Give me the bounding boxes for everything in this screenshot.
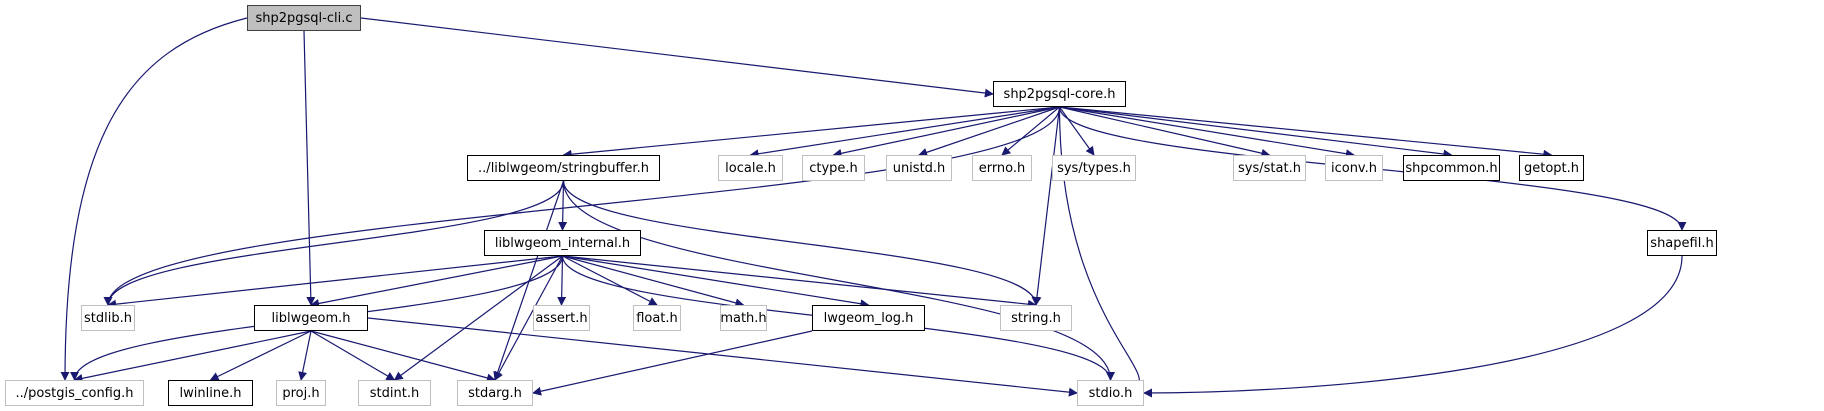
- node-getopt[interactable]: getopt.h: [1519, 155, 1584, 181]
- edge-core-to-stdlib: [103, 106, 1061, 306]
- edge-lwinternal-to-math: [562, 255, 745, 308]
- edge-lwinternal-to-lwlog: [562, 255, 870, 309]
- edge-lwinternal-to-liblwgeom: [310, 255, 563, 308]
- node-liblwgeom-internal[interactable]: liblwgeom_internal.h: [484, 230, 641, 256]
- node-stdint: stdint.h: [358, 380, 431, 406]
- edge-core-to-errno: [1001, 106, 1060, 156]
- edge-liblwgeom-to-stdint: [310, 330, 396, 381]
- node-label: liblwgeom.h: [271, 310, 351, 326]
- node-label: shpcommon.h: [1405, 160, 1498, 176]
- edge-core-to-shpcommon: [1059, 106, 1453, 159]
- node-math: math.h: [720, 305, 767, 331]
- node-stringbuffer[interactable]: ../liblwgeom/stringbuffer.h: [467, 155, 660, 181]
- edge-liblwgeom-to-pgconfig: [73, 330, 312, 383]
- node-string: string.h: [1000, 305, 1072, 331]
- edge-liblwgeom-to-lwinline: [209, 330, 312, 381]
- node-shp2pgsql-cli: shp2pgsql-cli.c: [247, 5, 361, 31]
- edge-stringbuffer-to-string: [562, 180, 1041, 306]
- edge-shapefil-to-stdio: [1143, 255, 1683, 398]
- node-sys-types: sys/types.h: [1052, 155, 1136, 181]
- node-label: stdio.h: [1088, 385, 1133, 401]
- edge-cli-to-liblwgeom: [303, 30, 316, 306]
- node-label: shapefil.h: [1650, 235, 1714, 251]
- node-shp2pgsql-core[interactable]: shp2pgsql-core.h: [993, 81, 1126, 107]
- node-label: errno.h: [978, 160, 1026, 176]
- edge-core-to-unistd: [918, 106, 1060, 157]
- node-ctype: ctype.h: [802, 155, 865, 181]
- edge-core-to-ctype: [832, 106, 1060, 158]
- edge-lwinternal-to-assert: [557, 255, 567, 306]
- node-label: stdarg.h: [468, 385, 522, 401]
- node-label: getopt.h: [1523, 160, 1580, 176]
- node-label: stdlib.h: [84, 310, 132, 326]
- edge-lwinternal-to-float: [562, 255, 658, 306]
- node-stdlib: stdlib.h: [81, 305, 135, 331]
- node-label: string.h: [1011, 310, 1061, 326]
- node-label: math.h: [720, 310, 767, 326]
- node-label: sys/stat.h: [1238, 160, 1301, 176]
- node-postgis-config: ../postgis_config.h: [5, 380, 144, 406]
- edge-liblwgeom-to-proj: [298, 330, 312, 381]
- edge-core-to-locale: [749, 106, 1060, 159]
- node-stdio: stdio.h: [1077, 380, 1144, 406]
- edge-lwinternal-to-stdlib: [107, 255, 563, 309]
- edge-cli-to-core: [360, 17, 994, 98]
- edge-lwinternal-to-string: [562, 255, 1037, 309]
- edge-liblwgeom-to-stdio: [367, 317, 1078, 397]
- node-lwinline[interactable]: lwinline.h: [168, 380, 253, 406]
- node-label: ../liblwgeom/stringbuffer.h: [478, 160, 649, 176]
- node-lwgeom-log[interactable]: lwgeom_log.h: [812, 305, 925, 331]
- node-liblwgeom[interactable]: liblwgeom.h: [254, 305, 368, 331]
- edge-lwinternal-to-stdint: [393, 255, 563, 381]
- node-label: unistd.h: [892, 160, 946, 176]
- node-float: float.h: [633, 305, 681, 331]
- edge-core-to-stringbuffer: [562, 106, 1060, 159]
- node-label: stdint.h: [369, 385, 420, 401]
- edge-stringbuffer-to-stdio: [562, 180, 1115, 381]
- node-shapefil[interactable]: shapefil.h: [1647, 230, 1717, 256]
- node-label: proj.h: [282, 385, 320, 401]
- node-label: lwgeom_log.h: [823, 310, 914, 326]
- edge-lwlog-to-stdarg: [532, 330, 813, 396]
- node-label: liblwgeom_internal.h: [494, 235, 631, 251]
- edge-stringbuffer-to-lwinternal: [558, 180, 568, 231]
- edge-stringbuffer-to-stdlib: [103, 180, 565, 306]
- edge-core-to-sysstat: [1059, 106, 1271, 158]
- node-errno: errno.h: [972, 155, 1032, 181]
- node-label: shp2pgsql-core.h: [1003, 86, 1116, 102]
- node-label: ../postgis_config.h: [15, 385, 134, 401]
- node-label: assert.h: [535, 310, 588, 326]
- node-locale: locale.h: [718, 155, 783, 181]
- node-label: locale.h: [725, 160, 776, 176]
- edge-liblwgeom-to-stdarg: [310, 330, 496, 383]
- edge-core-to-systypes: [1059, 106, 1095, 156]
- node-assert: assert.h: [533, 305, 590, 331]
- node-iconv: iconv.h: [1325, 155, 1383, 181]
- edge-core-to-getopt: [1059, 106, 1553, 159]
- node-label: lwinline.h: [179, 385, 242, 401]
- node-label: float.h: [636, 310, 678, 326]
- node-label: iconv.h: [1330, 160, 1377, 176]
- edge-core-to-iconv: [1059, 106, 1355, 159]
- node-sys-stat: sys/stat.h: [1233, 155, 1306, 181]
- node-label: shp2pgsql-cli.c: [255, 10, 353, 26]
- edge-core-to-stdio: [1058, 106, 1140, 398]
- edge-lwinternal-to-stdarg: [494, 255, 564, 381]
- edge-core-to-string: [1032, 106, 1061, 306]
- node-shpcommon[interactable]: shpcommon.h: [1403, 155, 1500, 181]
- node-label: ctype.h: [809, 160, 858, 176]
- node-unistd: unistd.h: [886, 155, 952, 181]
- node-stdarg: stdarg.h: [457, 380, 533, 406]
- node-label: sys/types.h: [1057, 160, 1131, 176]
- node-proj: proj.h: [276, 380, 326, 406]
- edge-cli-to-pgconfig: [60, 17, 248, 381]
